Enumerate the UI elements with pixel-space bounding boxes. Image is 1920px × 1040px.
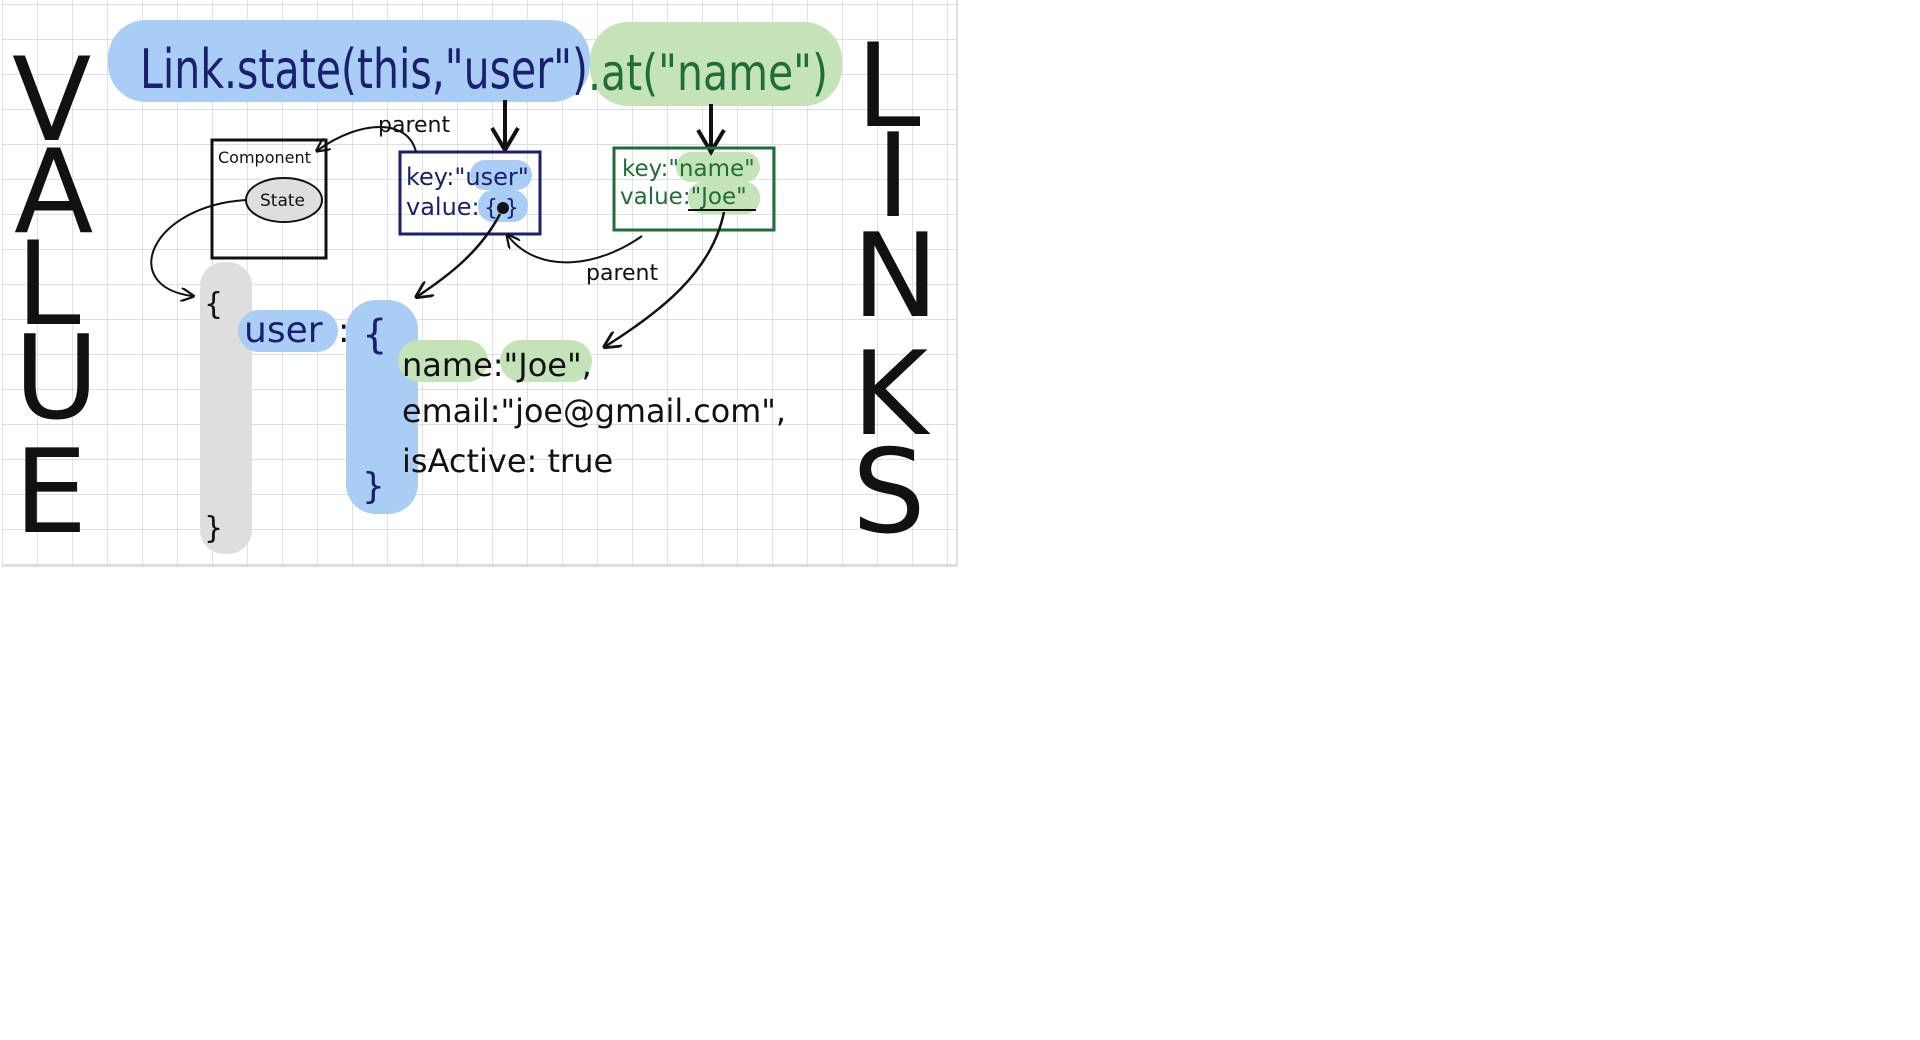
inner-brace-close: } xyxy=(362,466,385,507)
component-title: Component xyxy=(218,148,311,167)
value-letter-a: A xyxy=(14,125,93,260)
user-key: user xyxy=(244,310,323,351)
user-link-box: key:"user" value: { } xyxy=(398,150,542,236)
user-link-value-dot xyxy=(497,202,509,214)
name-key-highlight xyxy=(398,340,488,382)
value-letter-e: E xyxy=(14,425,87,560)
parent-arrow-bottom xyxy=(508,236,643,264)
name-value-pointer-arrow xyxy=(606,211,726,346)
name-link-box: key:"name" value:"Joe" xyxy=(612,146,776,232)
links-vertical-label: L I N K S xyxy=(852,19,939,560)
name-link-value: value:"Joe" xyxy=(620,184,747,210)
links-letter-i: I xyxy=(876,109,910,244)
value-letter-v: V xyxy=(12,33,91,168)
links-letter-n: N xyxy=(852,209,939,344)
inner-brace-open: { xyxy=(362,312,387,358)
expression-link-state: Link.state(this,"user") xyxy=(140,38,588,101)
user-link-value-label: value: xyxy=(406,193,480,221)
active-line: isActive: true xyxy=(402,442,613,480)
expression-at-name: .at("name") xyxy=(588,44,828,102)
email-line: email:"joe@gmail.com", xyxy=(402,392,786,430)
state-to-object-arrow xyxy=(150,199,247,296)
parent-label-top: parent xyxy=(378,113,450,138)
user-key-highlight xyxy=(238,310,338,352)
links-letter-k: K xyxy=(852,327,931,462)
expression-highlight-blue xyxy=(108,20,590,102)
links-letter-s: S xyxy=(852,425,926,560)
value-letter-l: L xyxy=(16,217,81,352)
expression-highlight-green xyxy=(590,22,842,106)
parent-label-bottom: parent xyxy=(586,261,658,286)
name-link-key: key:"name" xyxy=(622,156,755,182)
state-object: { user : { name:"Joe", email:"joe@gmail.… xyxy=(204,287,786,546)
user-key-box-highlight xyxy=(470,160,532,190)
name-key-box-highlight xyxy=(676,152,760,182)
value-vertical-label: V A L U E xyxy=(12,33,99,560)
name-value-highlight xyxy=(500,340,592,382)
links-letter-l: L xyxy=(856,19,921,154)
parent-arrow-top xyxy=(318,126,417,152)
outer-brace-open: { xyxy=(204,287,223,322)
value-pointer-arrow xyxy=(418,213,502,296)
user-colon: : xyxy=(338,311,349,351)
name-value-box-highlight xyxy=(688,182,760,214)
outer-brace-close: } xyxy=(204,511,223,546)
state-label: State xyxy=(260,191,305,211)
user-link-key: key:"user" xyxy=(406,163,529,191)
name-line: name:"Joe", xyxy=(402,346,592,384)
value-letter-u: U xyxy=(14,311,99,446)
